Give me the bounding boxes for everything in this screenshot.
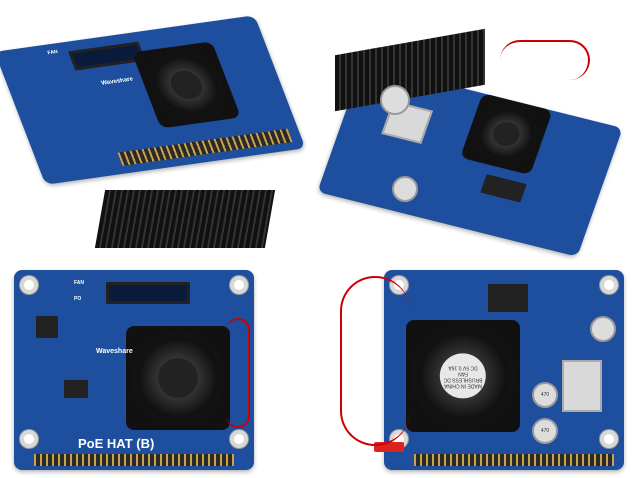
gpio-header [34,454,234,466]
transformer [562,360,602,412]
cooling-fan [460,93,553,175]
board-back: MADE IN CHINA BRUSHLESS DC FAN DC 5V 0.1… [374,270,624,470]
fan-wire [340,276,410,446]
chip [64,380,88,398]
brand-logo: Waveshare [96,348,133,355]
cooling-fan [126,326,230,430]
capacitor: 470 [532,382,558,408]
fan-sticker: MADE IN CHINA BRUSHLESS DC FAN DC 5V 0.1… [440,353,486,399]
capacitor [380,85,410,115]
fan-label: FAN [46,49,59,57]
gpio-header [117,128,293,166]
capacitor [392,176,418,202]
gpio-header [414,454,614,466]
product-name: PoE HAT (B) [78,436,155,451]
oled-display [106,282,190,304]
fan-label: FAN [74,280,84,286]
chip [488,284,528,312]
switch-label: PO [74,296,82,302]
cooling-fan: MADE IN CHINA BRUSHLESS DC FAN DC 5V 0.1… [406,320,520,432]
board-angled-front: Waveshare FAN [0,15,306,185]
capacitor: 470 [532,418,558,444]
capacitor [590,316,616,342]
fan-wire [500,40,590,80]
fan-wire [226,318,250,428]
brand-logo: Waveshare [100,76,135,87]
cooling-fan [131,41,241,129]
board-front: Waveshare FAN PO PoE HAT (B) [14,270,254,470]
chip [480,174,527,203]
fan-connector [374,442,404,452]
chip [36,316,58,338]
stacking-header [94,190,276,248]
